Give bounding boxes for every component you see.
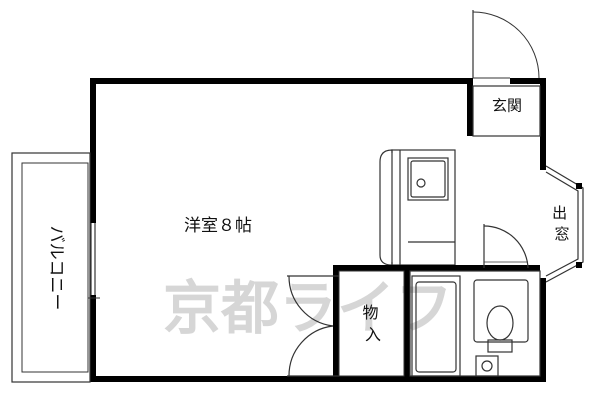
bay-window-label: 出 窓 [552, 204, 572, 243]
storage-label-char-2: 入 [365, 325, 381, 344]
exterior-walls [90, 78, 546, 382]
bay-window-label-char-1: 出 [552, 204, 567, 222]
entrance-label: 玄関 [492, 97, 522, 115]
storage-label: 物 入 [362, 303, 383, 344]
balcony-label-text: バルコニー [46, 226, 66, 311]
bay-window [540, 164, 584, 284]
balcony-label: バルコニー [46, 226, 66, 311]
balcony [11, 152, 91, 383]
storage-label-char-1: 物 [362, 303, 378, 322]
entrance: 玄関 [467, 10, 541, 137]
bathroom [409, 270, 541, 377]
bay-window-label-text: 出 窓 [552, 204, 572, 243]
kitchen [379, 149, 456, 266]
bath-door [483, 224, 529, 269]
main-room-label: 洋室８帖 [184, 216, 252, 236]
storage-closet: 物 入 [287, 270, 405, 377]
bay-window-label-char-2: 窓 [554, 225, 569, 243]
interior-walls [333, 265, 540, 382]
